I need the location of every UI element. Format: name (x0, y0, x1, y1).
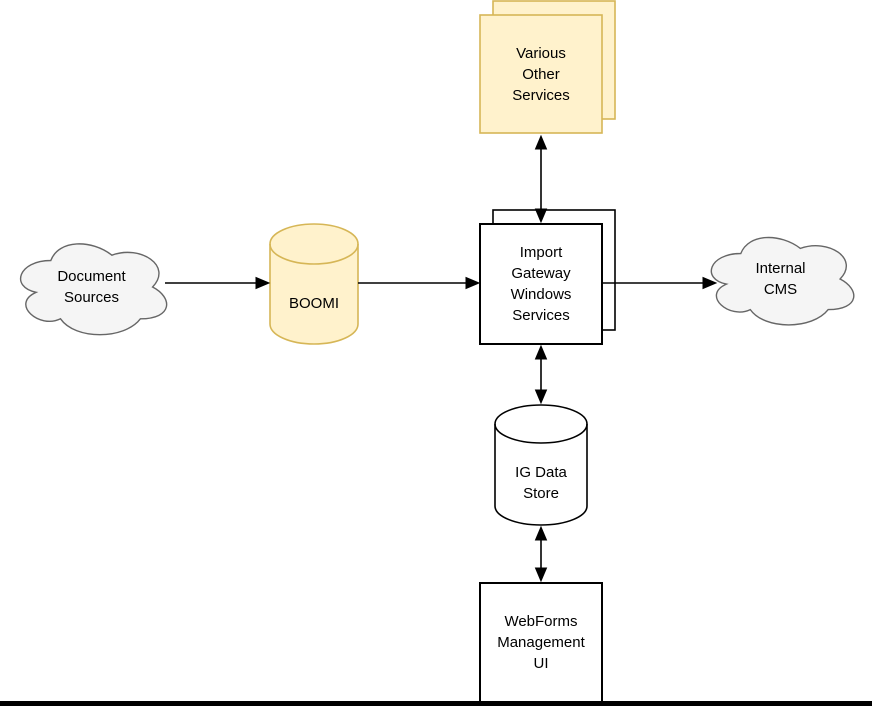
cloud-shape (710, 236, 855, 326)
cylinder-top-arc (494, 423, 588, 444)
cylinder-top-arc (269, 243, 359, 265)
document-sources-cloud (19, 243, 168, 336)
arrowhead-down-icon (534, 208, 548, 224)
webforms-ui-rect (479, 582, 603, 703)
bottom-edge-bar (0, 701, 872, 706)
arrowhead-up-icon (534, 525, 548, 541)
import-gateway-shape (479, 209, 616, 345)
arrowhead-up-icon (534, 344, 548, 360)
diagram-edges (165, 134, 718, 583)
arrowhead-right-icon (702, 276, 718, 290)
webforms-ui-shape (479, 582, 603, 703)
arrowhead-down-icon (534, 567, 548, 583)
cylinder-body (269, 223, 359, 345)
boomi-cylinder (269, 223, 359, 345)
arrowhead-right-icon (255, 276, 271, 290)
various-other-services-front-rect (479, 14, 603, 134)
arrowhead-up-icon (534, 134, 548, 150)
ig-data-store-cylinder (494, 404, 588, 526)
arrowhead-right-icon (465, 276, 481, 290)
arrowhead-down-icon (534, 389, 548, 405)
various-other-services-shape (479, 0, 616, 134)
cloud-shape (19, 243, 168, 336)
cylinder-body (494, 404, 588, 526)
internal-cms-cloud (710, 236, 855, 326)
import-gateway-front-rect (479, 223, 603, 345)
